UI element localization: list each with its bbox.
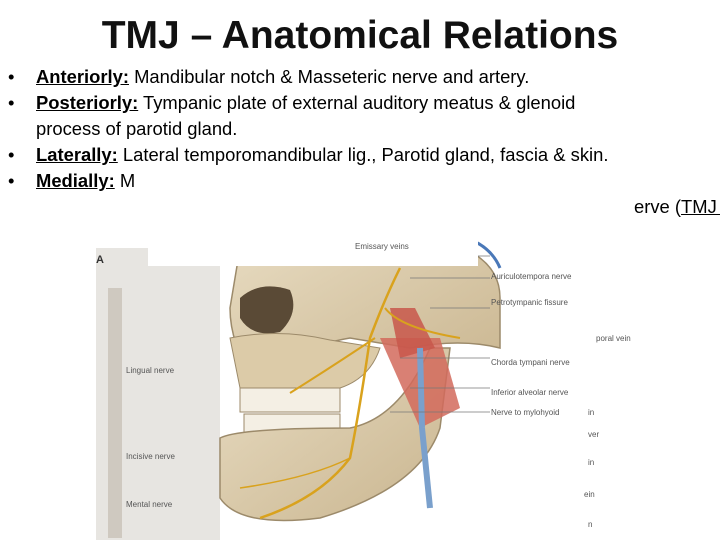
label-right-fragment: ver (588, 430, 600, 439)
label-lingual-nerve: Lingual nerve (126, 366, 175, 375)
bullet-text: M (114, 170, 136, 191)
figure-background-panel (96, 248, 220, 540)
label-chorda-tympani-nerve: Chorda tympani nerve (491, 358, 570, 367)
label-poral-vein: poral vein (596, 334, 631, 343)
medially-tail-pre: erve ( (634, 196, 682, 217)
bullet-label: Posteriorly: (36, 92, 139, 113)
label-right-fragment: in (588, 408, 595, 417)
mental-nerve-path (239, 457, 351, 489)
relations-list: • Anteriorly: Mandibular notch & Massete… (6, 64, 720, 194)
bullet-posteriorly: • Posteriorly: Tympanic plate of externa… (6, 90, 720, 142)
bullet-medially: • Medially: M (6, 168, 720, 194)
bullet-text: Tympanic plate of external auditory meat… (138, 92, 576, 113)
skull-illustration (219, 228, 502, 522)
upper-teeth (239, 387, 341, 413)
orbit-shape (240, 286, 294, 334)
label-right-fragment: in (588, 458, 595, 467)
label-right-fragment: n (588, 520, 593, 529)
label-mental-nerve: Mental nerve (126, 500, 173, 509)
bullet-dot: • (8, 92, 15, 113)
slide-title: TMJ – Anatomical Relations (101, 14, 619, 57)
label-petrotympanic-fissure: Petrotympanic fissure (491, 298, 568, 307)
label-auriculotemporal-nerve: Auriculotempora nerve (491, 272, 572, 281)
bullet-label: Laterally: (36, 144, 118, 165)
vein-vessel (417, 347, 433, 509)
medially-tail: erve (TMJ n). (634, 194, 720, 220)
medially-tail-underlined: TMJ n (681, 196, 720, 217)
bullet-dot: • (8, 144, 15, 165)
bullet-laterally: • Laterally: Lateral temporomandibular l… (6, 142, 720, 168)
lingual-nerve-path (289, 337, 376, 394)
bullet-label: Anteriorly: (36, 66, 129, 87)
label-nerve-to-mylohyoid: Nerve to mylohyoid (491, 408, 560, 417)
bullet-text: Lateral temporomandibular lig., Parotid … (117, 144, 609, 165)
bullet-dot: • (8, 66, 15, 87)
label-emissary-veins: Emissary veins (355, 242, 409, 251)
label-incisive-nerve: Incisive nerve (126, 452, 175, 461)
label-inferior-alveolar-nerve: Inferior alveolar nerve (491, 388, 569, 397)
bullet-dot: • (8, 170, 15, 191)
inferior-alveolar-nerve-path (259, 267, 402, 520)
figure-panel-letter: A (96, 254, 104, 266)
figure-strip (108, 288, 122, 538)
title-backdrop (148, 218, 478, 266)
label-right-fragment: ein (584, 490, 595, 499)
bullet-anteriorly: • Anteriorly: Mandibular notch & Massete… (6, 64, 720, 90)
bullet-continuation: process of parotid gland. (36, 118, 238, 139)
auriculotemporal-nerve-path (384, 307, 461, 339)
bullet-label: Medially: (36, 170, 115, 191)
bullet-text: Mandibular notch & Masseteric nerve and … (129, 66, 530, 87)
